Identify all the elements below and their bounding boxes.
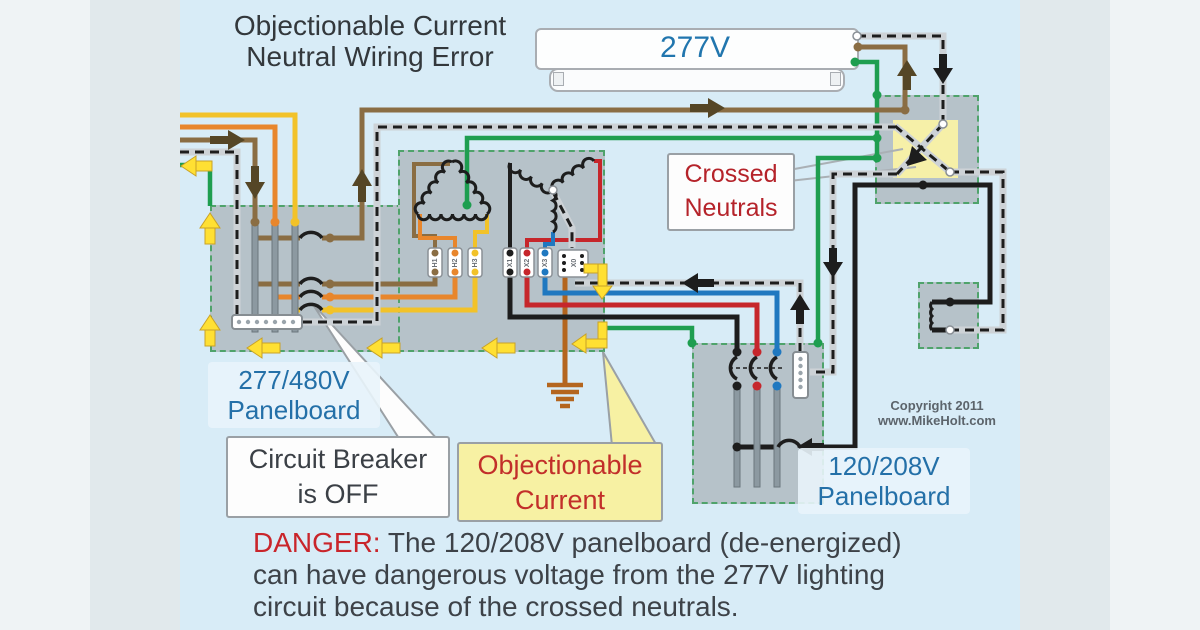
crossed-neutrals-line-1: Crossed bbox=[684, 160, 778, 188]
left-panelboard-label: 277/480V Panelboard bbox=[208, 362, 380, 428]
right-panel-word: Panelboard bbox=[817, 481, 951, 511]
fluorescent-tube bbox=[549, 68, 845, 92]
right-panel-voltage: 120/208V bbox=[828, 451, 940, 481]
danger-text-3: circuit because of the crossed neutrals. bbox=[253, 591, 739, 622]
luminaire-housing bbox=[535, 28, 859, 70]
circuit-breaker-off-callout: Circuit Breaker is OFF bbox=[226, 436, 450, 518]
copyright-line-1: Copyright 2011 bbox=[890, 398, 984, 413]
neutral-wires bbox=[180, 32, 1007, 376]
diagram-title: Objectionable Current Neutral Wiring Err… bbox=[180, 10, 560, 72]
terminal-x3-label: X3 bbox=[542, 259, 549, 268]
lighting-breaker-arc bbox=[298, 230, 324, 240]
load-enclosure bbox=[918, 282, 979, 349]
current-direction-arrows bbox=[210, 54, 953, 456]
breaker-off-line-2: is OFF bbox=[297, 479, 379, 509]
luminaire-voltage-label: 277V bbox=[659, 31, 731, 64]
danger-text-2: can have dangerous voltage from the 277V… bbox=[253, 559, 885, 590]
transformer-windings bbox=[413, 156, 935, 332]
tube-end-cap-right bbox=[830, 72, 841, 86]
branch-breaker-arc bbox=[776, 438, 802, 448]
crossed-neutrals-callout: Crossed Neutrals bbox=[667, 153, 795, 231]
terminal-h3-label: H3 bbox=[472, 258, 479, 267]
danger-label: DANGER: bbox=[253, 527, 381, 558]
title-line-1: Objectionable Current bbox=[233, 10, 507, 41]
left-panel-word: Panelboard bbox=[227, 395, 361, 425]
objectionable-line-2: Current bbox=[514, 485, 606, 515]
terminal-h1-label: H1 bbox=[432, 258, 439, 267]
terminal-x0-label: X0 bbox=[571, 259, 578, 268]
crossed-neutrals-line-2: Neutrals bbox=[684, 194, 778, 222]
objectionable-line-1: Objectionable bbox=[477, 450, 643, 480]
copyright-notice: Copyright 2011 www.MikeHolt.com bbox=[862, 398, 1012, 428]
terminal-h2-label: H2 bbox=[452, 258, 459, 267]
tube-end-cap-left bbox=[553, 72, 564, 86]
danger-line-1: DANGER: The 120/208V panelboard (de-ener… bbox=[253, 527, 993, 559]
circuit-breakers bbox=[298, 230, 802, 448]
terminal-x2-label: X2 bbox=[524, 259, 531, 268]
wye-secondary-coil bbox=[507, 162, 555, 195]
objectionable-current-callout: Objectionable Current bbox=[457, 442, 663, 522]
copyright-line-2: www.MikeHolt.com bbox=[878, 413, 996, 428]
breaker-off-line-1: Circuit Breaker bbox=[248, 444, 428, 474]
neutral-bars bbox=[231, 314, 809, 399]
delta-primary-coil bbox=[416, 213, 489, 222]
transformer-breaker-arc bbox=[298, 276, 324, 286]
right-panelboard-label: 120/208V Panelboard bbox=[798, 448, 970, 514]
transformer-terminal-blocks: H1 H2 H3 X1 X2 X3 X0 bbox=[427, 247, 589, 278]
terminal-x1-label: X1 bbox=[507, 259, 514, 268]
load-coil bbox=[929, 300, 935, 332]
title-line-2: Neutral Wiring Error bbox=[246, 41, 494, 72]
danger-warning: DANGER: The 120/208V panelboard (de-ener… bbox=[253, 527, 993, 623]
danger-text-1: The 120/208V panelboard (de-energized) bbox=[387, 527, 902, 558]
crossed-neutral-arrow bbox=[907, 146, 927, 166]
left-panel-voltage: 277/480V bbox=[238, 365, 350, 395]
phase-wires bbox=[180, 44, 908, 313]
objectionable-current-arrows bbox=[180, 155, 614, 359]
